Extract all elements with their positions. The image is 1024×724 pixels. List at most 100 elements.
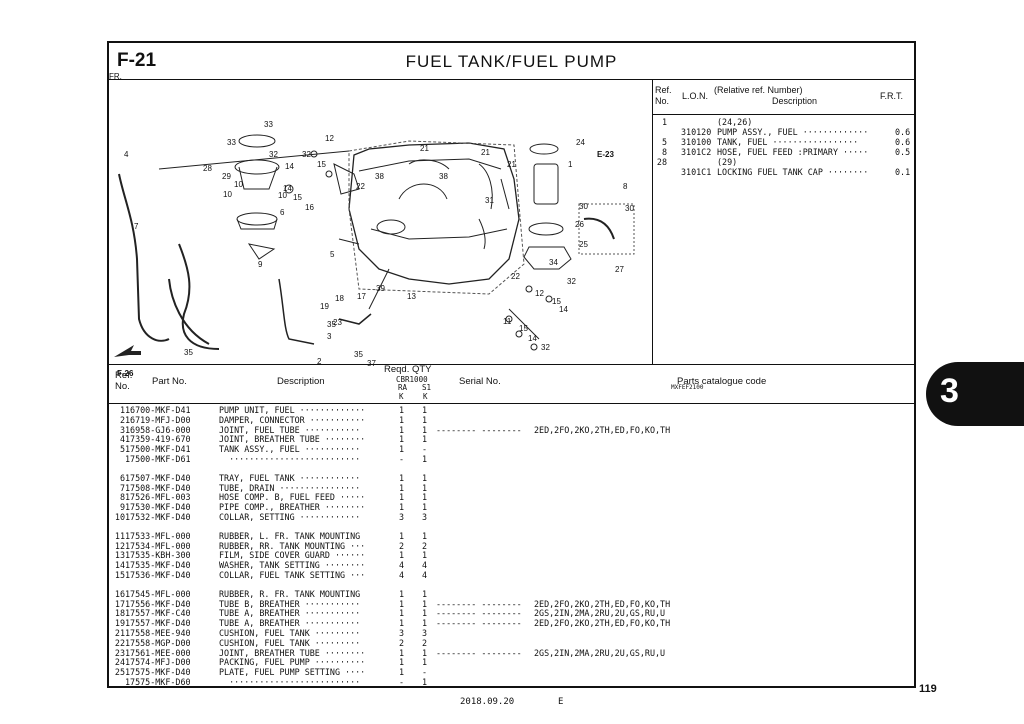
part-description: DAMPER, CONNECTOR ··········· [219,414,366,425]
part-description: PIPE COMP., BREATHER ········ [219,502,366,513]
part-description: HOSE COMP. B, FUEL FEED ····· [219,492,366,503]
callout-label: 39 [376,284,385,293]
callout-label: 35 [354,350,363,359]
frt-value: 0.1 [895,167,911,177]
part-ref: 15 [114,570,125,580]
part-description: RUBBER, R. FR. TANK MOUNTING [219,588,361,599]
part-number: 17575-MKF-D60 [125,677,191,687]
callout-label: 25 [579,240,588,249]
page-title: FUEL TANK/FUEL PUMP [405,52,618,71]
callout-label: 33 [264,120,273,129]
part-number: 16700-MKF-D41 [125,405,191,415]
qty-s1: - [422,667,428,678]
qty-s1: 1 [422,502,428,513]
callout-label: 32 [269,150,278,159]
qty-s1: 1 [422,454,428,464]
part-number: 17556-MKF-D40 [125,598,191,609]
qty-s1: 3 [422,628,428,638]
callout-label: 30 [579,202,588,211]
part-ref: 5 [119,444,125,455]
part-description: TANK ASSY., FUEL ··········· [219,444,361,455]
serial-range: -------- -------- [436,608,522,619]
callout-label: 32 [541,343,550,352]
parts-ref-header: Ref. [115,370,133,381]
part-ref: 22 [114,637,125,648]
relative-ref-header: (Relative ref. Number) [714,85,803,95]
qty-ra: 1 [399,492,405,503]
part-description: PACKING, FUEL PUMP ·········· [219,657,366,668]
callout-label: 19 [320,302,329,311]
front-arrow-icon [114,345,141,357]
part-description: PUMP UNIT, FUEL ············· [219,405,366,415]
part-description: CUSHION, FUEL TANK ········· [219,628,361,638]
part-ref: 2 [119,414,125,425]
qty-ra: 1 [399,482,405,493]
part-description: JOINT, FUEL TUBE ··········· [219,424,361,435]
qty-ra: - [399,454,405,464]
qty-s1: 4 [422,560,428,571]
parts-header-rule [109,403,914,404]
part-number: 17526-MFL-003 [125,492,191,503]
qty-ra: 4 [399,570,405,580]
callout-label: 21 [420,144,429,153]
qty-ra: 1 [399,550,405,561]
ref-row: 1(24,26) [655,117,911,127]
part-description: PLATE, FUEL PUMP SETTING ···· [219,667,366,678]
part-ref: 12 [114,540,125,551]
callout-label: 11 [503,317,512,326]
part-description: JOINT, BREATHER TUBE ········ [219,434,366,445]
callout-label: 7 [134,222,139,231]
part-description: TUBE, DRAIN ················ [219,482,361,493]
parts-no-header: No. [115,381,130,392]
callout-label: 10 [278,191,287,200]
ref-header: Ref. [655,85,672,95]
qty-s1: 1 [422,647,428,658]
callout-label: 1 [568,160,573,169]
part-ref: 21 [114,628,125,638]
part-ref: 19 [114,618,125,629]
qty-s1: 1 [422,472,428,483]
qty-s1: 1 [422,618,428,629]
part-ref: 9 [119,502,125,513]
part-ref: 11 [114,530,125,541]
part-number: 17500-MKF-D41 [125,444,191,455]
ref-no-header: No. [655,96,670,106]
part-description: WASHER, TANK SETTING ········ [219,560,366,571]
ref-description: PUMP ASSY., FUEL ············· [717,127,869,137]
callout-label: 13 [407,292,416,301]
part-number: 17530-MKF-D40 [125,502,191,513]
part-number: 17558-MEE-940 [125,628,191,638]
reference-table: Ref. No. L.O.N. (Relative ref. Number) D… [652,79,914,364]
part-number: 16958-GJ6-000 [125,424,191,435]
callout-label: 32 [567,277,576,286]
figure-code: MXFEF2100 [671,384,704,391]
callout-label: 24 [576,138,585,147]
ref-header-rule [652,114,914,115]
qty-ra: 1 [399,424,405,435]
lon-code: 3101C1 [681,167,712,177]
part-ref: 25 [114,667,125,678]
part-number: 17557-MKF-D40 [125,618,191,629]
callout-label: 32 [302,150,311,159]
serial-range: -------- -------- [436,598,522,609]
lon-code: 3101C2 [681,147,712,157]
ref-number: 28 [656,157,667,167]
qty-s1: - [422,444,428,455]
section-tab[interactable] [926,362,1024,426]
callout-label: 15 [519,324,528,333]
ref-number: 8 [661,147,667,157]
part-description: TUBE A, BREATHER ··········· [219,608,361,619]
